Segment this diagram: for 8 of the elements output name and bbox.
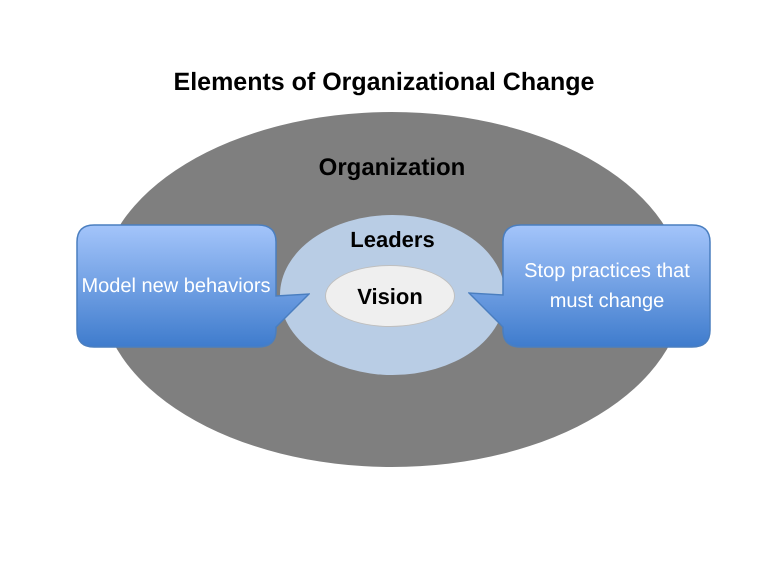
diagram-title: Elements of Organizational Change (172, 67, 596, 98)
ellipse-label: Leaders (349, 226, 436, 254)
speech-callout (468, 224, 711, 348)
ellipse-label: Organization (318, 153, 466, 183)
callout-text: Model new behaviors (82, 274, 270, 299)
callout-text: Stop practices that must change (523, 259, 691, 314)
speech-callout (76, 224, 310, 348)
ellipse-label: Vision (357, 282, 423, 310)
